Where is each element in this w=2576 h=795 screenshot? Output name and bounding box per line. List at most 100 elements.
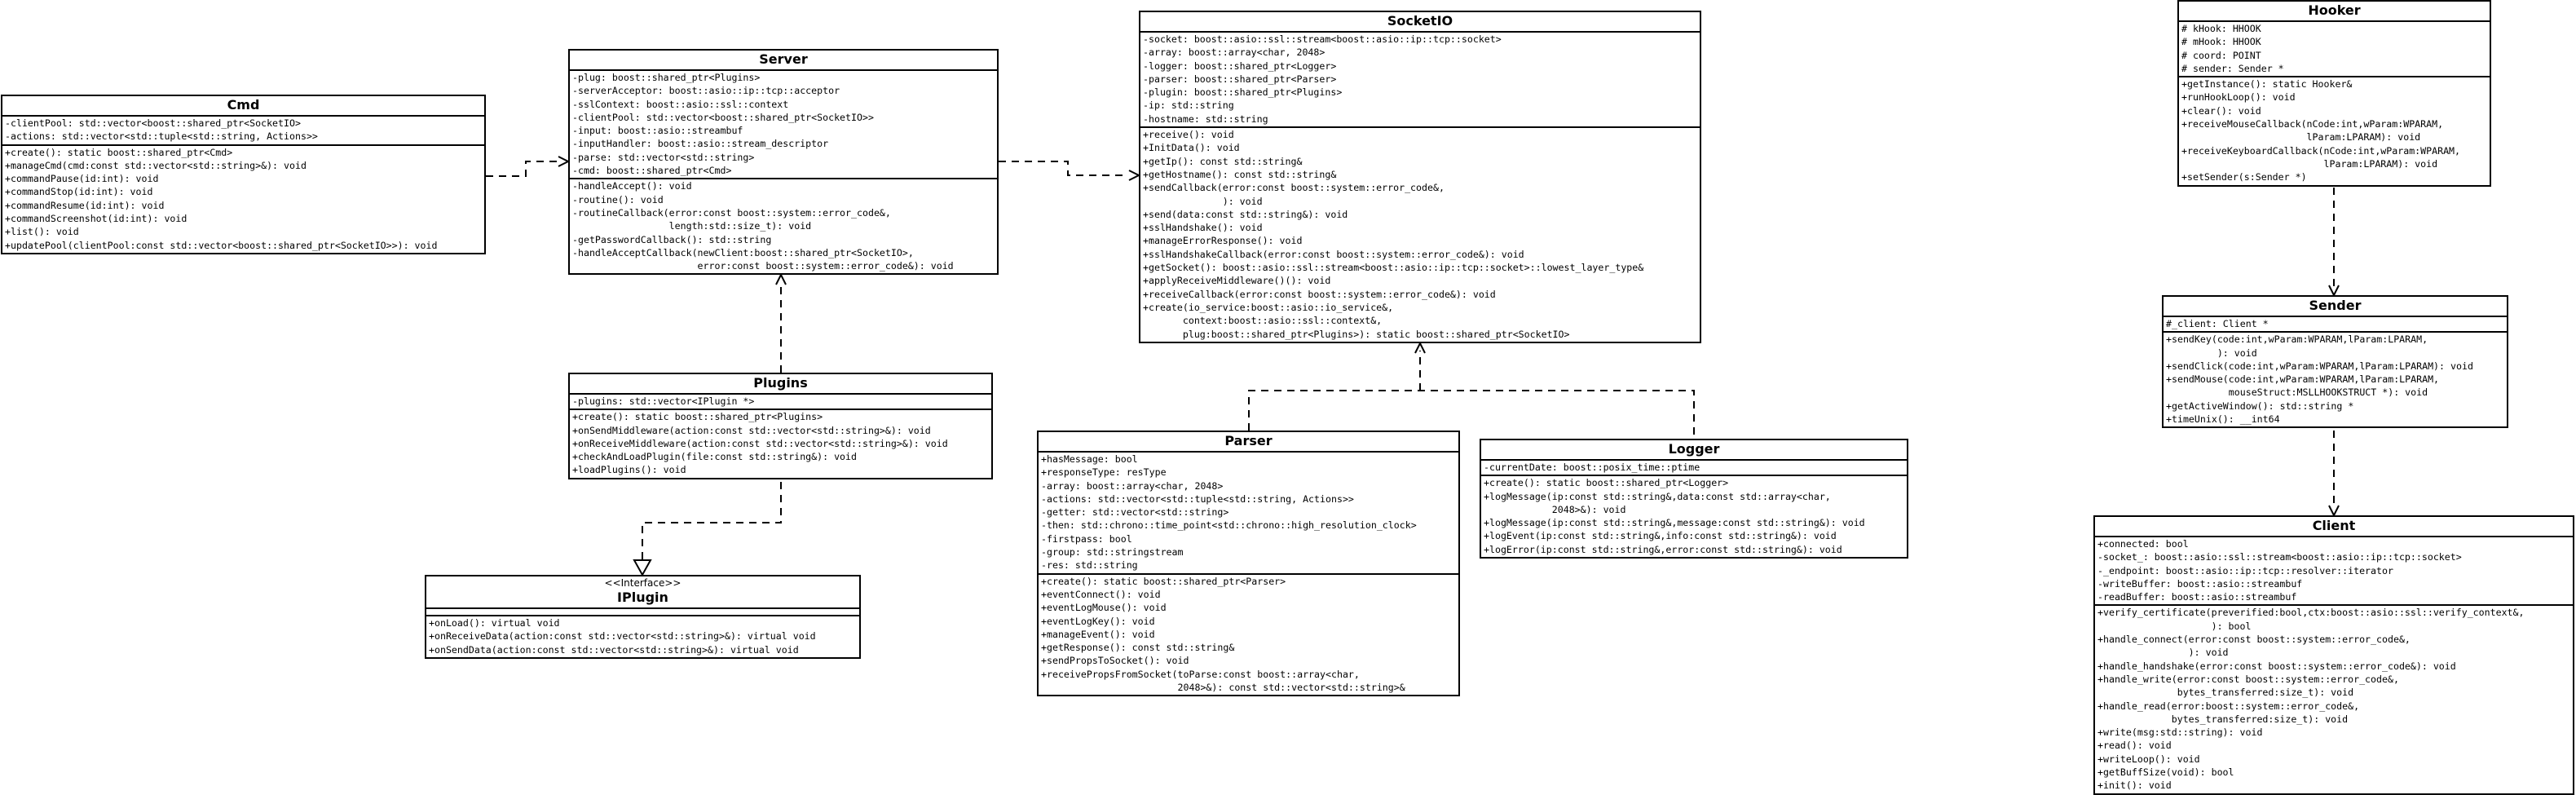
method-line: +getActiveWindow(): std::string *	[2166, 400, 2354, 412]
method-line: +read(): void	[2097, 740, 2172, 752]
attribute-line: +responseType: resType	[1041, 466, 1167, 479]
attribute-line: # kHook: HHOOK	[2181, 23, 2261, 34]
class-box-plugins[interactable]: Plugins-plugins: std::vector<IPlugin *>+…	[568, 373, 993, 479]
method-line: +onReceiveMiddleware(action:const std::v…	[572, 437, 948, 449]
class-box-sender[interactable]: Sender#_client: Client *+sendKey(code:in…	[2162, 295, 2508, 429]
method-line: +init(): void	[2097, 780, 2172, 792]
method-line: +getResponse(): const std::string&	[1041, 642, 1235, 654]
class-name: Plugins	[753, 375, 808, 391]
method-line: -getPasswordCallback(): std::string	[572, 233, 772, 245]
method-line: -handleAccept(): void	[572, 180, 692, 192]
attributes-section: +connected: bool-socket_: boost::asio::s…	[2095, 537, 2573, 604]
method-line: +InitData(): void	[1143, 142, 1240, 154]
class-box-cmd[interactable]: Cmd-clientPool: std::vector<boost::share…	[1, 95, 486, 254]
method-line: +commandResume(id:int): void	[5, 199, 165, 211]
method-line: +updatePool(clientPool:const std::vector…	[5, 239, 438, 251]
attribute-line: -actions: std::vector<std::tuple<std::st…	[1041, 492, 1354, 505]
realization-triangle	[633, 559, 652, 577]
methods-section: +create(): static boost::shared_ptr<Plug…	[570, 409, 991, 477]
method-line: lParam:LPARAM): void	[2181, 131, 2421, 144]
method-line: +manageEvent(): void	[1041, 628, 1155, 640]
class-box-socketio[interactable]: SocketIO-socket: boost::asio::ssl::strea…	[1139, 11, 1701, 343]
method-line: ): void	[2097, 647, 2229, 659]
attribute-line: -actions: std::vector<std::tuple<std::st…	[5, 130, 318, 143]
method-line: +getSocket(): boost::asio::ssl::stream<b…	[1143, 262, 1644, 274]
edge-cmd-server	[486, 161, 558, 177]
method-line: +handle_write(error:const boost::system:…	[2097, 673, 2399, 685]
method-line: +onSendMiddleware(action:const std::vect…	[572, 424, 931, 436]
class-box-iplugin[interactable]: <<Interface>>IPlugin+onLoad(): virtual v…	[425, 575, 861, 659]
attribute-line: -writeBuffer: boost::asio::streambuf	[2097, 577, 2303, 590]
method-line: +writeLoop(): void	[2097, 753, 2200, 765]
method-line: mouseStruct:MSLLHOOKSTRUCT *): void	[2166, 386, 2428, 399]
methods-section: +create(): static boost::shared_ptr<Cmd>…	[2, 144, 484, 253]
method-line: +create(): static boost::shared_ptr<Pars…	[1041, 575, 1286, 587]
attributes-section: -plug: boost::shared_ptr<Plugins>-server…	[570, 71, 997, 178]
attribute-line: # sender: Sender *	[2181, 62, 2284, 74]
methods-section: +onLoad(): virtual void+onReceiveData(ac…	[426, 615, 859, 657]
method-line: +onSendData(action:const std::vector<std…	[429, 643, 799, 656]
method-line: +sendKey(code:int,wParam:WPARAM,lParam:L…	[2166, 333, 2428, 346]
arrowhead-open	[2328, 505, 2340, 518]
class-name: Sender	[2309, 298, 2362, 313]
method-line: ): bool	[2097, 620, 2252, 632]
class-box-hooker[interactable]: Hooker# kHook: HHOOK# mHook: HHOOK# coor…	[2177, 0, 2491, 187]
attribute-line: -array: boost::array<char, 2048>	[1143, 46, 1325, 59]
method-line: -handleAcceptCallback(newClient:boost::s…	[572, 246, 914, 258]
attribute-line: -then: std::chrono::time_point<std::chro…	[1041, 519, 1417, 532]
attribute-line: -parse: std::vector<std::string>	[572, 151, 755, 163]
attribute-line: -clientPool: std::vector<boost::shared_p…	[572, 111, 874, 123]
class-name: SocketIO	[1387, 13, 1453, 29]
method-line: +sendPropsToSocket(): void	[1041, 655, 1189, 667]
method-line: context:boost::asio::ssl::context&,	[1143, 315, 1383, 327]
method-line: +handle_handshake(error:const boost::sys…	[2097, 660, 2456, 672]
method-line: +eventConnect(): void	[1041, 588, 1161, 600]
attribute-line: +connected: bool	[2097, 538, 2189, 550]
method-line: +receiveMouseCallback(nCode:int,wParam:W…	[2181, 118, 2444, 130]
method-line: bytes_transferred:size_t): void	[2097, 687, 2354, 699]
attributes-section: +hasMessage: bool+responseType: resType -…	[1039, 453, 1458, 573]
class-stereotype: <<Interface>>	[604, 577, 681, 589]
method-line: +eventLogMouse(): void	[1041, 602, 1167, 614]
attribute-line: # coord: POINT	[2181, 49, 2261, 61]
attribute-line: +hasMessage: bool	[1041, 453, 1138, 465]
method-line: +timeUnix(): __int64	[2166, 413, 2280, 426]
method-line: +getInstance(): static Hooker&	[2181, 78, 2353, 91]
method-line: +verify_certificate(preverified:bool,ctx…	[2097, 607, 2525, 619]
method-line: +getIp(): const std::string&	[1143, 155, 1303, 167]
attribute-line: -getter: std::vector<std::string>	[1041, 506, 1229, 519]
method-line: +receivePropsFromSocket(toParse:const bo…	[1041, 668, 1360, 680]
attribute-line: -ip: std::string	[1143, 99, 1234, 112]
method-line: +sendCallback(error:const boost::system:…	[1143, 182, 1445, 194]
class-box-parser[interactable]: Parser+hasMessage: bool+responseType: re…	[1037, 431, 1460, 697]
method-line: +sendMouse(code:int,wParam:WPARAM,lParam…	[2166, 373, 2440, 386]
attribute-line: -hostname: std::string	[1143, 113, 1268, 125]
attribute-line: -res: std::string	[1041, 559, 1138, 572]
method-line: +sslHandshakeCallback(error:const boost:…	[1143, 248, 1524, 260]
class-box-logger[interactable]: Logger-currentDate: boost::posix_time::p…	[1480, 439, 1908, 559]
attributes-section: -currentDate: boost::posix_time::ptime	[1481, 461, 1907, 475]
method-line: +receiveCallback(error:const boost::syst…	[1143, 288, 1496, 300]
methods-section: +create(): static boost::shared_ptr<Pars…	[1039, 572, 1458, 696]
class-header: Logger	[1481, 440, 1907, 461]
class-header: Client	[2095, 517, 2573, 537]
method-line: +receiveKeyboardCallback(nCode:int,wPara…	[2181, 144, 2461, 157]
method-line: ): void	[1143, 195, 1263, 207]
method-line: +list(): void	[5, 226, 79, 238]
method-line: +handle_read(error:boost::system::error_…	[2097, 700, 2360, 712]
attribute-line: -sslContext: boost::asio::ssl::context	[572, 98, 789, 110]
method-line: +getBuffSize(void): bool	[2097, 766, 2234, 779]
class-box-client[interactable]: Client+connected: bool-socket_: boost::a…	[2093, 515, 2574, 795]
method-line: +logMessage(ip:const std::string&,messag…	[1484, 517, 1865, 529]
attribute-line: -_endpoint: boost::asio::ip::tcp::resolv…	[2097, 564, 2393, 576]
method-line: 2048>&): const std::vector<std::string>&	[1041, 682, 1405, 694]
method-line: +logEvent(ip:const std::string&,info:con…	[1484, 530, 1837, 542]
method-line: +sslHandshake(): void	[1143, 222, 1263, 234]
class-box-server[interactable]: Server-plug: boost::shared_ptr<Plugins>-…	[568, 49, 999, 276]
method-line: +onReceiveData(action:const std::vector<…	[429, 630, 816, 643]
method-line: plug:boost::shared_ptr<Plugins>): static…	[1143, 328, 1570, 340]
attributes-section: -socket: boost::asio::ssl::stream<boost:…	[1140, 33, 1700, 126]
method-line: +eventLogKey(): void	[1041, 615, 1155, 627]
attribute-line: -inputHandler: boost::asio::stream_descr…	[572, 138, 829, 150]
